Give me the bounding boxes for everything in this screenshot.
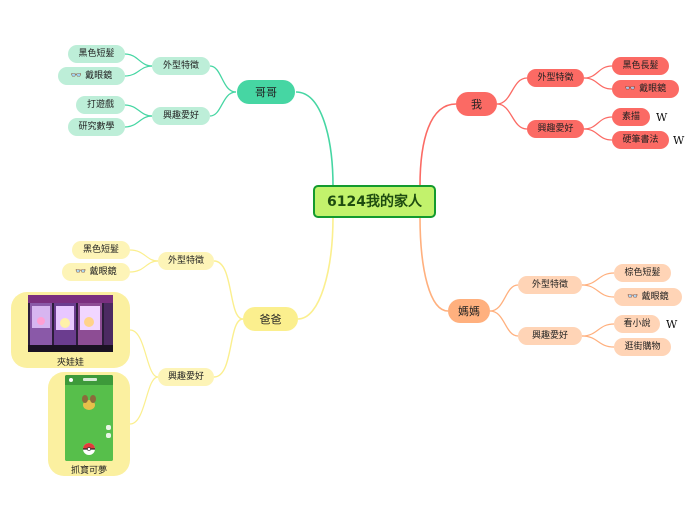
baba-hobby-label: 夾娃娃 [56, 358, 84, 368]
branch-mama[interactable]: 媽媽 [448, 299, 490, 323]
me-appearance[interactable]: 外型特徵 [527, 69, 584, 87]
mama-hobby-item[interactable]: 逛街購物 [614, 338, 671, 356]
mama-hobby-item[interactable]: 看小說 [614, 315, 660, 333]
me-hobbies[interactable]: 興趣愛好 [527, 120, 584, 138]
baba-appearance-item[interactable]: 黑色短髮 [72, 241, 130, 259]
baba-hobby-label: 抓寶可夢 [70, 466, 107, 476]
me-appearance-item[interactable]: 👓 戴眼鏡 [612, 80, 679, 98]
baba-hobbies[interactable]: 興趣愛好 [158, 368, 214, 386]
wikipedia-icon[interactable]: W [673, 134, 685, 147]
me-hobby-item[interactable]: 硬筆書法 [612, 131, 669, 149]
glasses-icon: 👓 [627, 291, 638, 302]
mama-hobbies[interactable]: 興趣愛好 [518, 327, 582, 345]
me-hobby-item[interactable]: 素描 [612, 108, 650, 126]
glasses-icon: 👓 [75, 266, 86, 277]
wikipedia-icon[interactable]: W [666, 318, 678, 331]
glasses-icon: 👓 [70, 70, 82, 81]
glasses-icon: 👓 [624, 83, 636, 94]
pokemon-go-photo [65, 375, 113, 461]
baba-appearance[interactable]: 外型特徵 [158, 252, 214, 270]
baba-hobby-pokemon[interactable]: 抓寶可夢 [48, 372, 130, 476]
mama-appearance-item[interactable]: 棕色短髮 [614, 264, 671, 282]
gege-appearance-item[interactable]: 黑色短髮 [68, 45, 125, 63]
gege-appearance[interactable]: 外型特徵 [152, 57, 210, 75]
gege-hobby-item[interactable]: 打遊戲 [76, 96, 125, 114]
gege-appearance-item[interactable]: 👓 戴眼鏡 [58, 67, 125, 85]
mama-appearance-item[interactable]: 👓 戴眼鏡 [614, 288, 682, 306]
pokemon-go-screenshot [65, 375, 113, 461]
wikipedia-icon[interactable]: W [656, 111, 668, 124]
branch-gege[interactable]: 哥哥 [237, 80, 295, 104]
baba-appearance-item[interactable]: 👓 戴眼鏡 [62, 263, 130, 281]
baba-hobby-claw-machine[interactable]: 夾娃娃 [11, 292, 130, 368]
claw-machine-photo [28, 295, 113, 352]
me-appearance-item[interactable]: 黑色長髮 [612, 57, 669, 75]
gege-hobby-item[interactable]: 研究數學 [68, 118, 125, 136]
branch-baba[interactable]: 爸爸 [243, 307, 298, 331]
mama-appearance[interactable]: 外型特徵 [518, 276, 582, 294]
branch-me[interactable]: 我 [456, 92, 497, 116]
claw-machine-image [28, 295, 113, 352]
central-topic[interactable]: 6124我的家人 [313, 185, 436, 218]
gege-hobbies[interactable]: 興趣愛好 [152, 107, 210, 125]
